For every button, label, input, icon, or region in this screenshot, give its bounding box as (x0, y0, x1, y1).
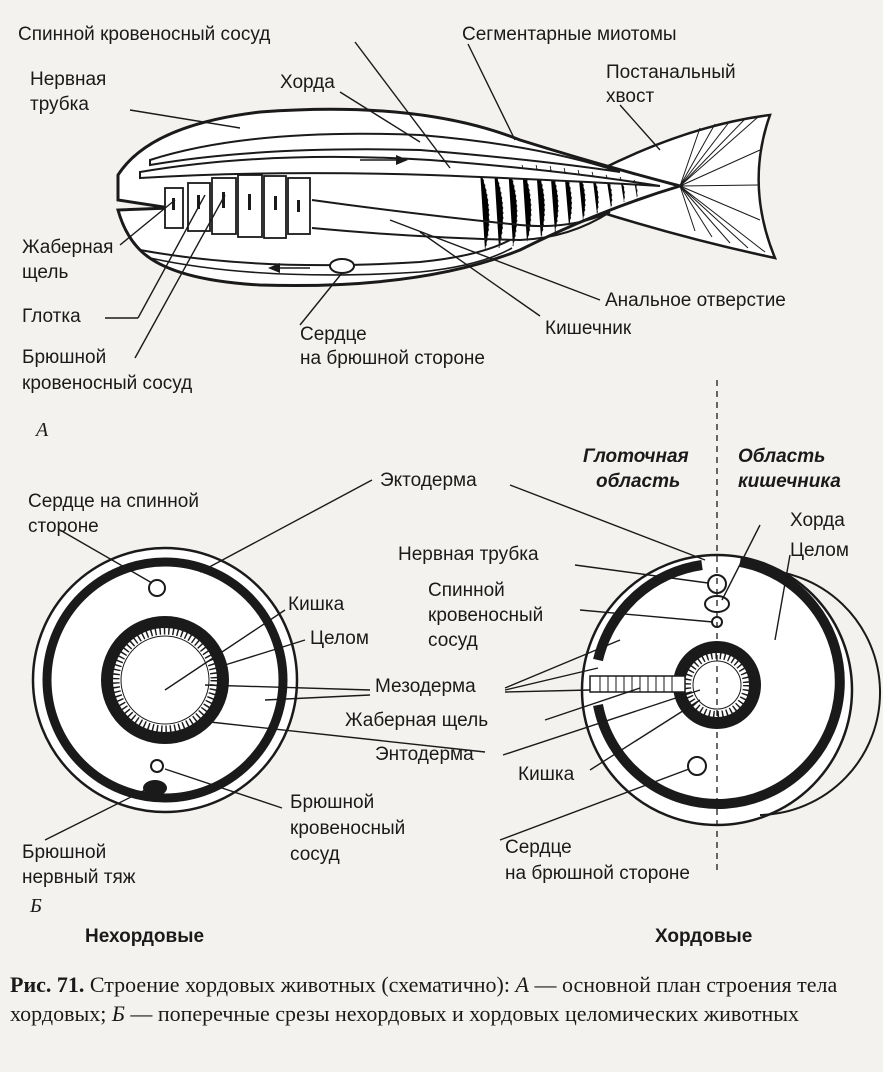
label-coelom-left: Целом (310, 628, 369, 649)
figure-caption: Рис. 71. Строение хордовых животных (схе… (10, 970, 870, 1028)
tail-fin (598, 113, 778, 260)
label-ventral-vessel-1: Брюшной (22, 347, 106, 368)
dorsal-heart-shape (148, 579, 166, 597)
gill-bars (164, 174, 311, 239)
caption-letter-a: А (515, 972, 529, 997)
label-nerve-cord-1: Брюшной (22, 842, 106, 863)
label-anus: Анальное отверстие (605, 290, 786, 311)
label-mesoderm: Мезодерма (375, 676, 476, 697)
ventral-heart-cross (687, 756, 707, 776)
label-heart-2: на брюшной стороне (300, 348, 485, 369)
label-dorsal-vessel-b-2: кровеносный (428, 605, 543, 626)
label-ventral-vessel-b-3: сосуд (290, 844, 340, 865)
caption-chordates: Хордовые (655, 926, 752, 947)
label-tail-2: хвост (606, 86, 654, 107)
nerve-cord-shape (143, 780, 167, 796)
chordate-section (580, 380, 881, 870)
figure-number: Рис. 71. (10, 972, 85, 997)
label-neural-tube-b: Нервная трубка (398, 544, 539, 565)
caption-text-3: — поперечные срезы нехордовых и хордовых… (124, 1001, 800, 1026)
label-dorsal-vessel-b-3: сосуд (428, 630, 478, 651)
label-dorsal-vessel: Спинной кровеносный сосуд (18, 24, 270, 45)
label-heart-1: Сердце (300, 324, 367, 345)
neural-tube-shape (149, 132, 621, 173)
caption-text-1: Строение хордовых животных (схематично): (84, 972, 516, 997)
label-dorsal-heart-1: Сердце на спинной (28, 491, 199, 512)
label-intestine: Кишечник (545, 318, 632, 339)
panel-letter-a: А (34, 419, 49, 441)
label-pharynx: Глотка (22, 306, 81, 327)
label-myotomes: Сегментарные миотомы (462, 24, 677, 45)
label-dorsal-heart-2: стороне (28, 516, 99, 537)
ventral-vessel-shape (139, 239, 511, 267)
label-gill-slit-2: щель (22, 262, 68, 283)
label-tail-1: Постанальный (606, 62, 736, 83)
label-region-pharynx-1: Глоточная (583, 446, 689, 467)
label-gut-right: Кишка (518, 764, 575, 785)
label-neural-tube-2: трубка (30, 94, 89, 115)
label-dorsal-vessel-b-1: Спинной (428, 580, 505, 601)
label-ectoderm: Эктодерма (380, 470, 477, 491)
label-region-gut-2: кишечника (738, 471, 841, 492)
label-coelom-right: Целом (790, 540, 849, 561)
panel-letter-b: Б (29, 895, 42, 917)
caption-text-2: — основной план строения тела хордовых; (10, 972, 838, 1026)
label-neural-tube-1: Нервная (30, 69, 106, 90)
label-region-gut-1: Область (738, 446, 825, 467)
label-ventral-vessel-b-2: кровеносный (290, 818, 405, 839)
label-ventral-vessel-b-1: Брюшной (290, 792, 374, 813)
body-plan-diagram: Спинной кровеносный сосуд Сегментарные м… (18, 24, 786, 441)
label-notochord: Хорда (280, 72, 335, 93)
label-gill-slit-b: Жаберная щель (345, 710, 488, 731)
caption-non-chordates: Нехордовые (85, 926, 204, 947)
ventral-vessel-small (150, 759, 164, 773)
label-gill-slit-1: Жаберная (22, 237, 113, 258)
heart-shape (329, 258, 355, 274)
label-ventral-vessel-2: кровеносный сосуд (22, 373, 192, 394)
label-ventral-heart-1: Сердце (505, 837, 572, 858)
part-b-labels: Сердце на спинной стороне Эктодерма Кишк… (22, 446, 849, 947)
label-notochord-b: Хорда (790, 510, 845, 531)
label-ventral-heart-2: на брюшной стороне (505, 863, 690, 884)
caption-letter-b: Б (111, 1001, 125, 1026)
figure: Спинной кровеносный сосуд Сегментарные м… (18, 24, 881, 947)
label-nerve-cord-2: нервный тяж (22, 867, 136, 888)
notochord-shape (139, 155, 661, 187)
fin-rays (679, 116, 766, 253)
non-chordate-section (31, 546, 299, 814)
label-region-pharynx-2: область (596, 471, 680, 492)
label-gut-left: Кишка (288, 594, 345, 615)
label-endoderm: Энтодерма (375, 744, 474, 765)
